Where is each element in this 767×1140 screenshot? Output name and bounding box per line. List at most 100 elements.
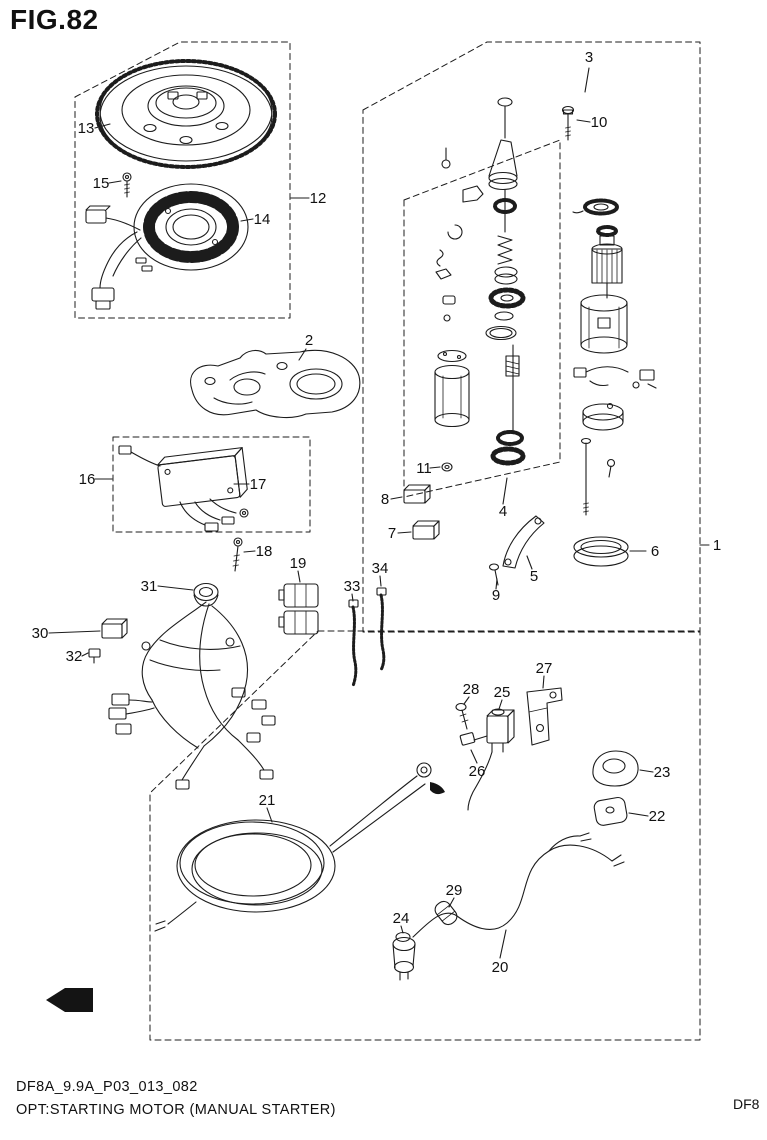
- svg-text:25: 25: [494, 684, 511, 701]
- svg-text:24: 24: [393, 910, 410, 927]
- part-27-bracket: [526, 687, 563, 746]
- group-box-starter-assembly: [362, 41, 701, 633]
- part-20-wire: [412, 832, 625, 938]
- svg-text:31: 31: [141, 578, 158, 595]
- svg-text:30: 30: [32, 625, 49, 642]
- callout-19: 19: [290, 555, 306, 583]
- svg-text:17: 17: [250, 476, 267, 493]
- svg-text:6: 6: [651, 543, 659, 560]
- callout-30: 30: [32, 625, 101, 642]
- callout-4: 4: [499, 477, 508, 520]
- callout-6: 6: [629, 543, 659, 560]
- part-22-pad: [593, 796, 628, 826]
- svg-text:13: 13: [78, 120, 95, 137]
- callout-22: 22: [628, 808, 666, 825]
- part-8-relay: [403, 484, 431, 504]
- callout-10: 10: [576, 114, 608, 131]
- callout-17: 17: [233, 476, 267, 493]
- svg-text:18: 18: [256, 543, 273, 560]
- main-wire-harness: [108, 601, 276, 790]
- figure-code: DF8A_9.9A_P03_013_082: [16, 1079, 198, 1095]
- callout-2: 2: [298, 332, 313, 361]
- svg-text:34: 34: [372, 560, 389, 577]
- svg-text:20: 20: [492, 959, 509, 976]
- callout-5: 5: [526, 555, 538, 585]
- callout-18: 18: [243, 543, 273, 560]
- stator-lead-wires: [85, 205, 153, 310]
- callout-21: 21: [259, 792, 276, 823]
- callout-8: 8: [381, 491, 403, 508]
- svg-text:29: 29: [446, 882, 463, 899]
- part-13-flywheel: [95, 59, 277, 169]
- part-7-relay: [412, 520, 440, 540]
- part-15-bolt: [122, 172, 132, 198]
- callout-1: 1: [699, 537, 721, 554]
- svg-text:3: 3: [585, 49, 593, 66]
- svg-text:26: 26: [469, 763, 486, 780]
- starter-end-cap: [582, 402, 624, 431]
- svg-text:22: 22: [649, 808, 666, 825]
- part-26-connector: [459, 732, 488, 746]
- group-box-magneto: [74, 41, 291, 319]
- svg-text:32: 32: [66, 648, 83, 665]
- part-28-screw: [455, 702, 469, 730]
- group-box-cables: [149, 630, 701, 1041]
- part-31-cap: [193, 582, 219, 607]
- part-21-battery-cable: [154, 762, 445, 932]
- callout-11: 11: [416, 460, 441, 477]
- callout-15: 15: [93, 175, 122, 192]
- callout-25: 25: [494, 684, 511, 710]
- part-17-cdi-unit: [118, 445, 249, 532]
- fwd-marker: FWD: [46, 988, 93, 1012]
- callout-14: 14: [240, 211, 271, 228]
- part-14-stator: [133, 183, 249, 271]
- figure-title: FIG.82: [10, 4, 99, 35]
- starter-lock-washer: [572, 198, 619, 216]
- svg-text:7: 7: [388, 525, 396, 542]
- starter-brush-assembly: [573, 366, 657, 389]
- svg-text:8: 8: [381, 491, 389, 508]
- svg-text:15: 15: [93, 175, 110, 192]
- callout-31: 31: [141, 578, 194, 595]
- figure-caption: OPT:STARTING MOTOR (MANUAL STARTER): [16, 1102, 336, 1118]
- svg-text:2: 2: [305, 332, 313, 349]
- group-box-cdi: [112, 436, 311, 533]
- callout-23: 23: [639, 764, 671, 781]
- figure-footer: DF8A_9.9A_P03_013_082 OPT:STARTING MOTOR…: [16, 1076, 336, 1122]
- svg-text:11: 11: [416, 460, 432, 477]
- callout-16: 16: [79, 471, 113, 488]
- part-2-bracket-plate: [190, 349, 361, 419]
- part-11-nut: [441, 462, 453, 472]
- part-30-relay: [101, 618, 128, 639]
- svg-text:23: 23: [654, 764, 671, 781]
- part-18-screw: [232, 537, 243, 572]
- part-34-cable-tie: [376, 587, 387, 672]
- svg-text:9: 9: [492, 587, 500, 604]
- callout-3: 3: [584, 49, 593, 93]
- callout-29: 29: [446, 882, 463, 908]
- svg-text:14: 14: [254, 211, 271, 228]
- callout-20: 20: [492, 929, 509, 976]
- svg-text:21: 21: [259, 792, 276, 809]
- svg-text:28: 28: [463, 681, 480, 698]
- callout-12: 12: [290, 190, 327, 207]
- callout-13: 13: [78, 120, 111, 137]
- part-19-connector: [278, 583, 319, 635]
- callout-33: 33: [344, 578, 361, 602]
- svg-text:12: 12: [310, 190, 327, 207]
- callout-7: 7: [388, 525, 412, 542]
- part-29-boot: [434, 900, 458, 926]
- starter-small-screw: [606, 458, 616, 478]
- part-25-switch: [467, 708, 515, 811]
- svg-text:10: 10: [591, 114, 608, 131]
- part-9-bolt: [488, 563, 500, 586]
- starter-exploded-column: [434, 97, 526, 466]
- part-23-cap: [592, 750, 639, 787]
- part-33-cable-tie: [348, 599, 359, 688]
- svg-text:4: 4: [499, 503, 507, 520]
- callout-28: 28: [463, 681, 480, 705]
- svg-text:33: 33: [344, 578, 361, 595]
- adjacent-page-ref: DF8: [733, 1096, 760, 1112]
